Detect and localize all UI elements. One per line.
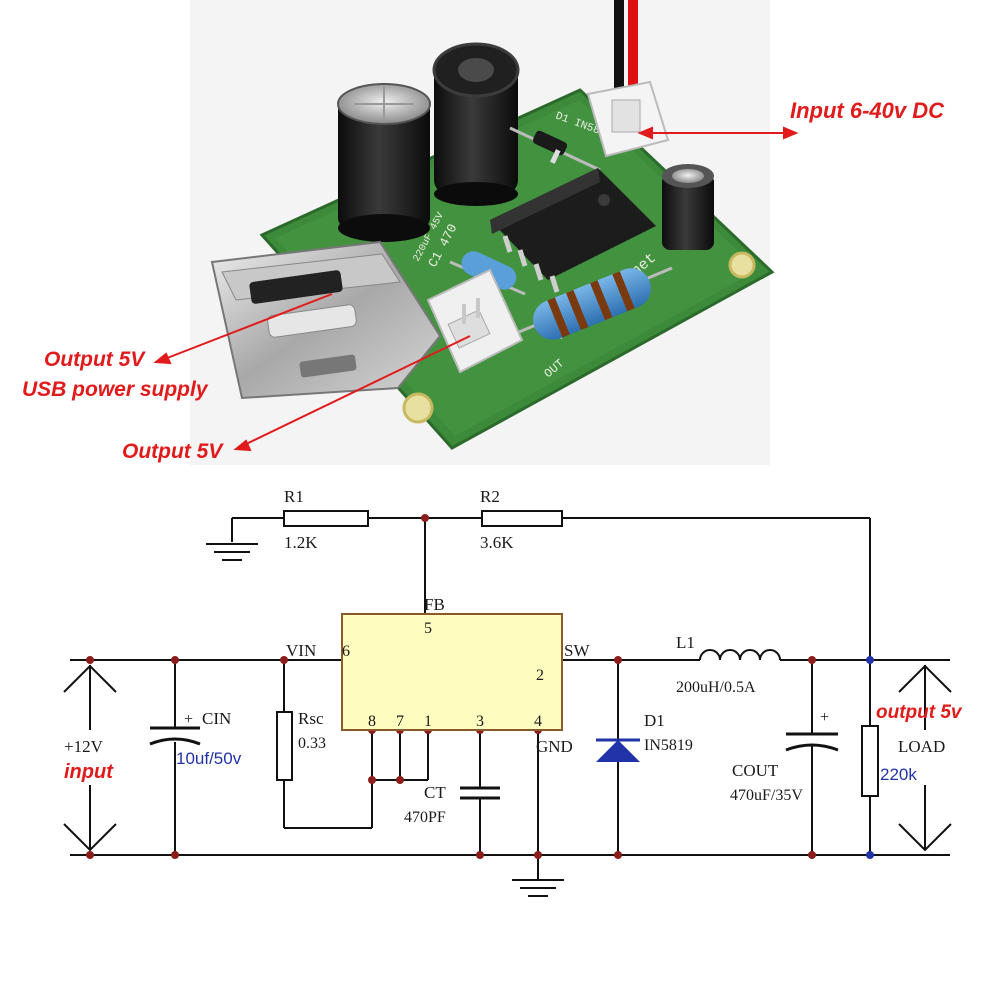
ground-symbol xyxy=(206,543,258,561)
ic-pin-1: 1 xyxy=(424,713,432,730)
l1-label: L1 xyxy=(676,633,695,652)
ct-label: CT xyxy=(424,783,446,802)
input-voltage-arrows xyxy=(63,664,117,852)
module-photo: www.haodiy.net OUT C1 470 220uF 45V D1 I… xyxy=(22,0,945,465)
diode-d1 xyxy=(596,738,640,762)
mounting-hole xyxy=(728,251,756,279)
l1-value: 200uH/0.5A xyxy=(676,679,756,696)
ic-pin-8: 8 xyxy=(368,713,376,730)
r1-value: 1.2K xyxy=(284,533,318,552)
load-label: LOAD xyxy=(898,737,945,756)
input-voltage: +12V xyxy=(64,737,104,756)
resistor-rsc xyxy=(276,711,293,781)
input-connector xyxy=(586,80,670,158)
output-label: output 5v xyxy=(876,702,963,723)
output-header xyxy=(426,268,524,374)
wires xyxy=(70,517,950,880)
r2-label: R2 xyxy=(480,487,500,506)
mounting-hole xyxy=(402,392,434,424)
ic-pin-gnd-label: GND xyxy=(536,737,573,756)
ic-pin-2: 2 xyxy=(536,667,544,684)
junction-dot-load-bottom xyxy=(866,851,874,859)
d1-label: D1 xyxy=(644,711,665,730)
cin-label: CIN xyxy=(202,709,231,728)
ic-pin-5: 5 xyxy=(424,620,432,637)
ground-symbol xyxy=(512,879,564,897)
rsc-value: 0.33 xyxy=(298,735,326,752)
load-value: 220k xyxy=(880,765,917,784)
callout-input: Input 6-40v DC xyxy=(790,98,945,123)
resistor-r1 xyxy=(283,510,369,527)
capacitor-c1 xyxy=(337,83,431,242)
ic-pin-7: 7 xyxy=(396,713,404,730)
buck-converter-schematic: R1 1.2K R2 3.6K FB 5 VIN 6 SW 2 8 7 1 3 … xyxy=(63,487,963,897)
inductor-l1 xyxy=(432,42,520,206)
capacitor-ct xyxy=(460,786,500,800)
cout-value: 470uF/35V xyxy=(730,787,803,804)
cin-plus: + xyxy=(184,711,193,728)
ic-block xyxy=(341,613,563,731)
ic-pin-vin-label: VIN xyxy=(286,641,316,660)
input-label: input xyxy=(64,761,114,783)
rsc-label: Rsc xyxy=(298,709,324,728)
ic-pin-sw-label: SW xyxy=(564,641,590,660)
cin-value: 10uf/50v xyxy=(176,749,242,768)
cout-label: COUT xyxy=(732,761,779,780)
capacitor-cout xyxy=(785,732,839,752)
ic-pin-6: 6 xyxy=(342,643,350,660)
callout-usb-supply: USB power supply xyxy=(22,378,209,401)
capacitor-cin xyxy=(149,726,201,746)
callout-header-output: Output 5V xyxy=(122,440,224,463)
ic-chip xyxy=(490,168,656,293)
callout-arrows xyxy=(153,126,799,452)
d1-value: IN5819 xyxy=(644,737,693,754)
diode-d1-part xyxy=(509,126,601,172)
callout-usb-output: Output 5V xyxy=(44,348,146,371)
ct-value: 470PF xyxy=(404,809,446,826)
output-voltage-arrows xyxy=(898,664,952,852)
resistor-load xyxy=(861,725,879,797)
cout-plus: + xyxy=(820,709,829,726)
junction-dot-load-top xyxy=(866,656,874,664)
resistor-r2 xyxy=(481,510,563,527)
ic-pin-3: 3 xyxy=(476,713,484,730)
input-wires xyxy=(614,0,638,104)
inductor-l1 xyxy=(699,649,781,661)
r2-value: 3.6K xyxy=(480,533,514,552)
r1-label: R1 xyxy=(284,487,304,506)
resistor-rsc-part xyxy=(499,266,673,342)
usb-socket xyxy=(210,240,442,400)
capacitor-cout-part xyxy=(662,164,714,250)
ic-pin-fb-label: FB xyxy=(424,595,445,614)
ic-pin-4: 4 xyxy=(534,713,542,730)
